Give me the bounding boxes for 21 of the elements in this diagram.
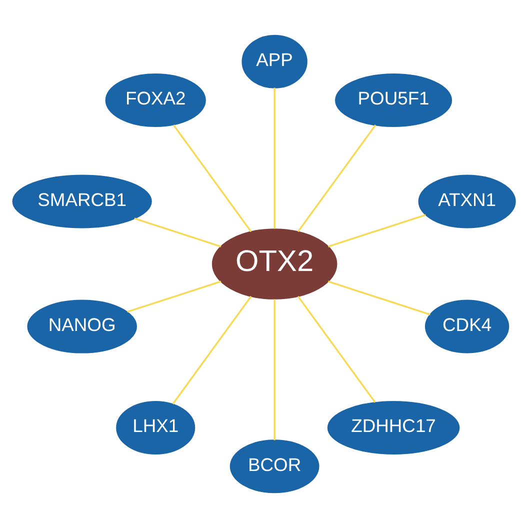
connector	[134, 217, 222, 247]
node-ellipse: SMARCB1	[12, 174, 152, 228]
node-ellipse: BCOR	[230, 439, 320, 493]
node-ellipse: CDK4	[424, 299, 510, 353]
connector	[328, 280, 430, 315]
connector	[172, 295, 252, 404]
node-ellipse: LHX1	[116, 400, 196, 454]
node-ellipse: POU5F1	[335, 73, 452, 126]
node-ellipse: ZDHHC17	[327, 400, 460, 454]
connector	[172, 124, 252, 232]
node-ellipse: OTX2	[212, 228, 338, 299]
node-ellipse: NANOG	[27, 299, 137, 353]
connector	[274, 87, 276, 228]
connector	[297, 124, 376, 232]
connector	[328, 214, 426, 247]
connector	[297, 295, 376, 402]
node-ellipse: ATXN1	[418, 174, 516, 228]
connector	[274, 298, 276, 440]
connector	[127, 280, 222, 312]
node-ellipse: APP	[242, 34, 308, 88]
node-ellipse: FOXA2	[105, 73, 206, 126]
